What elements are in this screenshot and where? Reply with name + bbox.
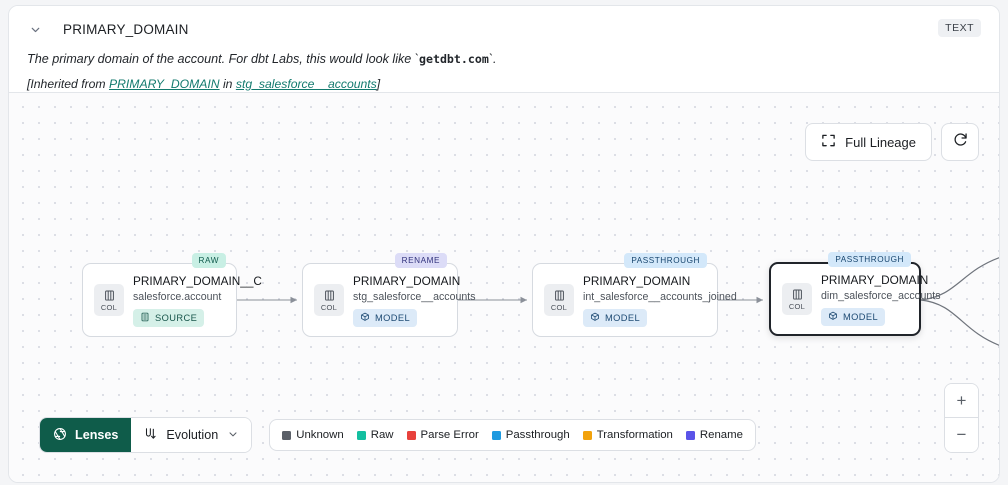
column-icon-0: COL xyxy=(94,284,124,316)
legend-swatch-unknown xyxy=(282,430,292,440)
node-body-1: PRIMARY_DOMAIN stg_salesforce__accounts … xyxy=(353,274,476,327)
node-kind-badge-3: MODEL xyxy=(821,307,886,326)
inherited-column-link[interactable]: PRIMARY_DOMAIN xyxy=(108,76,220,91)
lenses-evolution-group: Lenses Evolution xyxy=(39,417,253,453)
node-title-1: PRIMARY_DOMAIN xyxy=(353,273,461,288)
chevron-down-icon xyxy=(227,428,239,443)
column-icon-label-2: COL xyxy=(550,302,568,312)
column-icon-1: COL xyxy=(314,284,344,316)
legend-item-passthrough: Passthrough xyxy=(491,429,570,441)
inherited-prefix: [Inherited from xyxy=(27,76,109,91)
legend-swatch-transformation xyxy=(582,430,592,440)
aperture-icon xyxy=(53,427,67,444)
node-tag-2: PASSTHROUGH xyxy=(624,253,707,268)
canvas-top-controls: Full Lineage xyxy=(805,123,979,161)
node-subtitle-1: stg_salesforce__accounts xyxy=(353,290,476,303)
inherited-mid: in xyxy=(219,76,236,91)
header-title-row: PRIMARY_DOMAIN xyxy=(27,18,981,40)
full-lineage-label: Full Lineage xyxy=(845,134,916,150)
node-title-3: PRIMARY_DOMAIN xyxy=(821,272,929,287)
legend-swatch-passthrough xyxy=(491,430,501,440)
legend-item-rename: Rename xyxy=(685,429,743,441)
node-subtitle-3: dim_salesforce_accounts xyxy=(821,289,941,302)
node-body-2: PRIMARY_DOMAIN int_salesforce__accounts_… xyxy=(583,274,737,327)
model-cube-icon xyxy=(360,312,370,324)
node-kind-label-2: MODEL xyxy=(605,312,641,323)
legend-label-rename: Rename xyxy=(699,429,743,441)
legend-label-unknown: Unknown xyxy=(296,429,344,441)
description-code: getdbt.com xyxy=(419,52,489,66)
column-icon-label-1: COL xyxy=(320,302,338,312)
zoom-out-button[interactable]: − xyxy=(945,418,978,452)
evolution-fork-icon xyxy=(143,427,157,444)
lineage-node-2[interactable]: PASSTHROUGH COL PRIMARY_DOMAIN int_sales… xyxy=(532,253,737,337)
inherited-from-line: [Inherited from PRIMARY_DOMAIN in stg_sa… xyxy=(27,77,981,91)
legend-label-transformation: Transformation xyxy=(596,429,673,441)
full-lineage-button[interactable]: Full Lineage xyxy=(805,123,932,161)
legend-label-raw: Raw xyxy=(370,429,394,441)
legend-label-parse-error: Parse Error xyxy=(420,429,479,441)
node-title-2: PRIMARY_DOMAIN xyxy=(583,273,691,288)
inherited-suffix: ] xyxy=(376,76,381,91)
node-kind-badge-0: SOURCE xyxy=(133,308,205,327)
legend-swatch-rename xyxy=(685,430,695,440)
node-kind-badge-1: MODEL xyxy=(353,308,418,327)
node-kind-label-1: MODEL xyxy=(375,312,411,323)
lineage-canvas[interactable]: Full Lineage + − RAW xyxy=(9,92,999,482)
node-title-0: PRIMARY_DOMAIN__C xyxy=(133,273,262,288)
inherited-model-link[interactable]: stg_salesforce__accounts xyxy=(235,76,377,91)
source-database-icon xyxy=(140,312,150,324)
zoom-in-button[interactable]: + xyxy=(945,384,978,418)
node-kind-badge-2: MODEL xyxy=(583,308,648,327)
legend-item-transformation: Transformation xyxy=(582,429,673,441)
card-header: PRIMARY_DOMAIN TEXT The primary domain o… xyxy=(9,6,999,92)
legend-swatch-parse-error xyxy=(406,430,416,440)
canvas-bottom-bar: Lenses Evolution xyxy=(39,417,756,453)
column-type-badge: TEXT xyxy=(938,19,981,37)
node-subtitle-0: salesforce.account xyxy=(133,290,222,303)
evolution-dropdown[interactable]: Evolution xyxy=(131,418,252,452)
collapse-chevron-down-icon[interactable] xyxy=(27,21,43,37)
legend-item-raw: Raw xyxy=(356,429,394,441)
column-icon-3: COL xyxy=(782,283,812,315)
zoom-controls: + − xyxy=(944,383,979,453)
evolution-label: Evolution xyxy=(166,428,219,442)
column-icon-2: COL xyxy=(544,284,574,316)
node-subtitle-2: int_salesforce__accounts_joined xyxy=(583,290,737,303)
lineage-legend: Unknown Raw Parse Error Passthrough xyxy=(269,419,756,451)
column-icon-label-0: COL xyxy=(100,302,118,312)
legend-item-parse-error: Parse Error xyxy=(406,429,479,441)
node-kind-label-3: MODEL xyxy=(843,311,879,322)
lineage-node-3[interactable]: PASSTHROUGH COL PRIMARY_DOMAIN dim_sales… xyxy=(769,252,941,336)
node-tag-1: RENAME xyxy=(394,253,447,268)
legend-swatch-raw xyxy=(356,430,366,440)
refresh-icon xyxy=(952,131,969,153)
lineage-node-0[interactable]: RAW COL PRIMARY_DOMAIN__C salesforce.acc… xyxy=(82,253,262,337)
column-icon-label-3: COL xyxy=(788,301,806,311)
page-title: PRIMARY_DOMAIN xyxy=(63,21,189,37)
description-suffix: `. xyxy=(488,52,497,66)
refresh-layout-button[interactable] xyxy=(941,123,979,161)
legend-label-passthrough: Passthrough xyxy=(505,429,570,441)
model-cube-icon xyxy=(828,311,838,323)
description-prefix: The primary domain of the account. For d… xyxy=(27,52,419,66)
lineage-node-1[interactable]: RENAME COL PRIMARY_DOMAIN stg_salesforce… xyxy=(302,253,476,337)
node-kind-label-0: SOURCE xyxy=(155,312,198,323)
legend-item-unknown: Unknown xyxy=(282,429,344,441)
model-cube-icon xyxy=(590,312,600,324)
expand-brackets-icon xyxy=(821,133,836,151)
lenses-label: Lenses xyxy=(75,428,119,442)
column-description: The primary domain of the account. For d… xyxy=(27,52,981,68)
node-body-0: PRIMARY_DOMAIN__C salesforce.account SOU… xyxy=(133,274,262,327)
node-body-3: PRIMARY_DOMAIN dim_salesforce_accounts M… xyxy=(821,273,941,326)
lenses-button[interactable]: Lenses xyxy=(40,418,132,452)
column-lineage-card: PRIMARY_DOMAIN TEXT The primary domain o… xyxy=(8,5,1000,483)
node-tag-3: PASSTHROUGH xyxy=(828,252,911,267)
node-tag-0: RAW xyxy=(191,253,226,268)
